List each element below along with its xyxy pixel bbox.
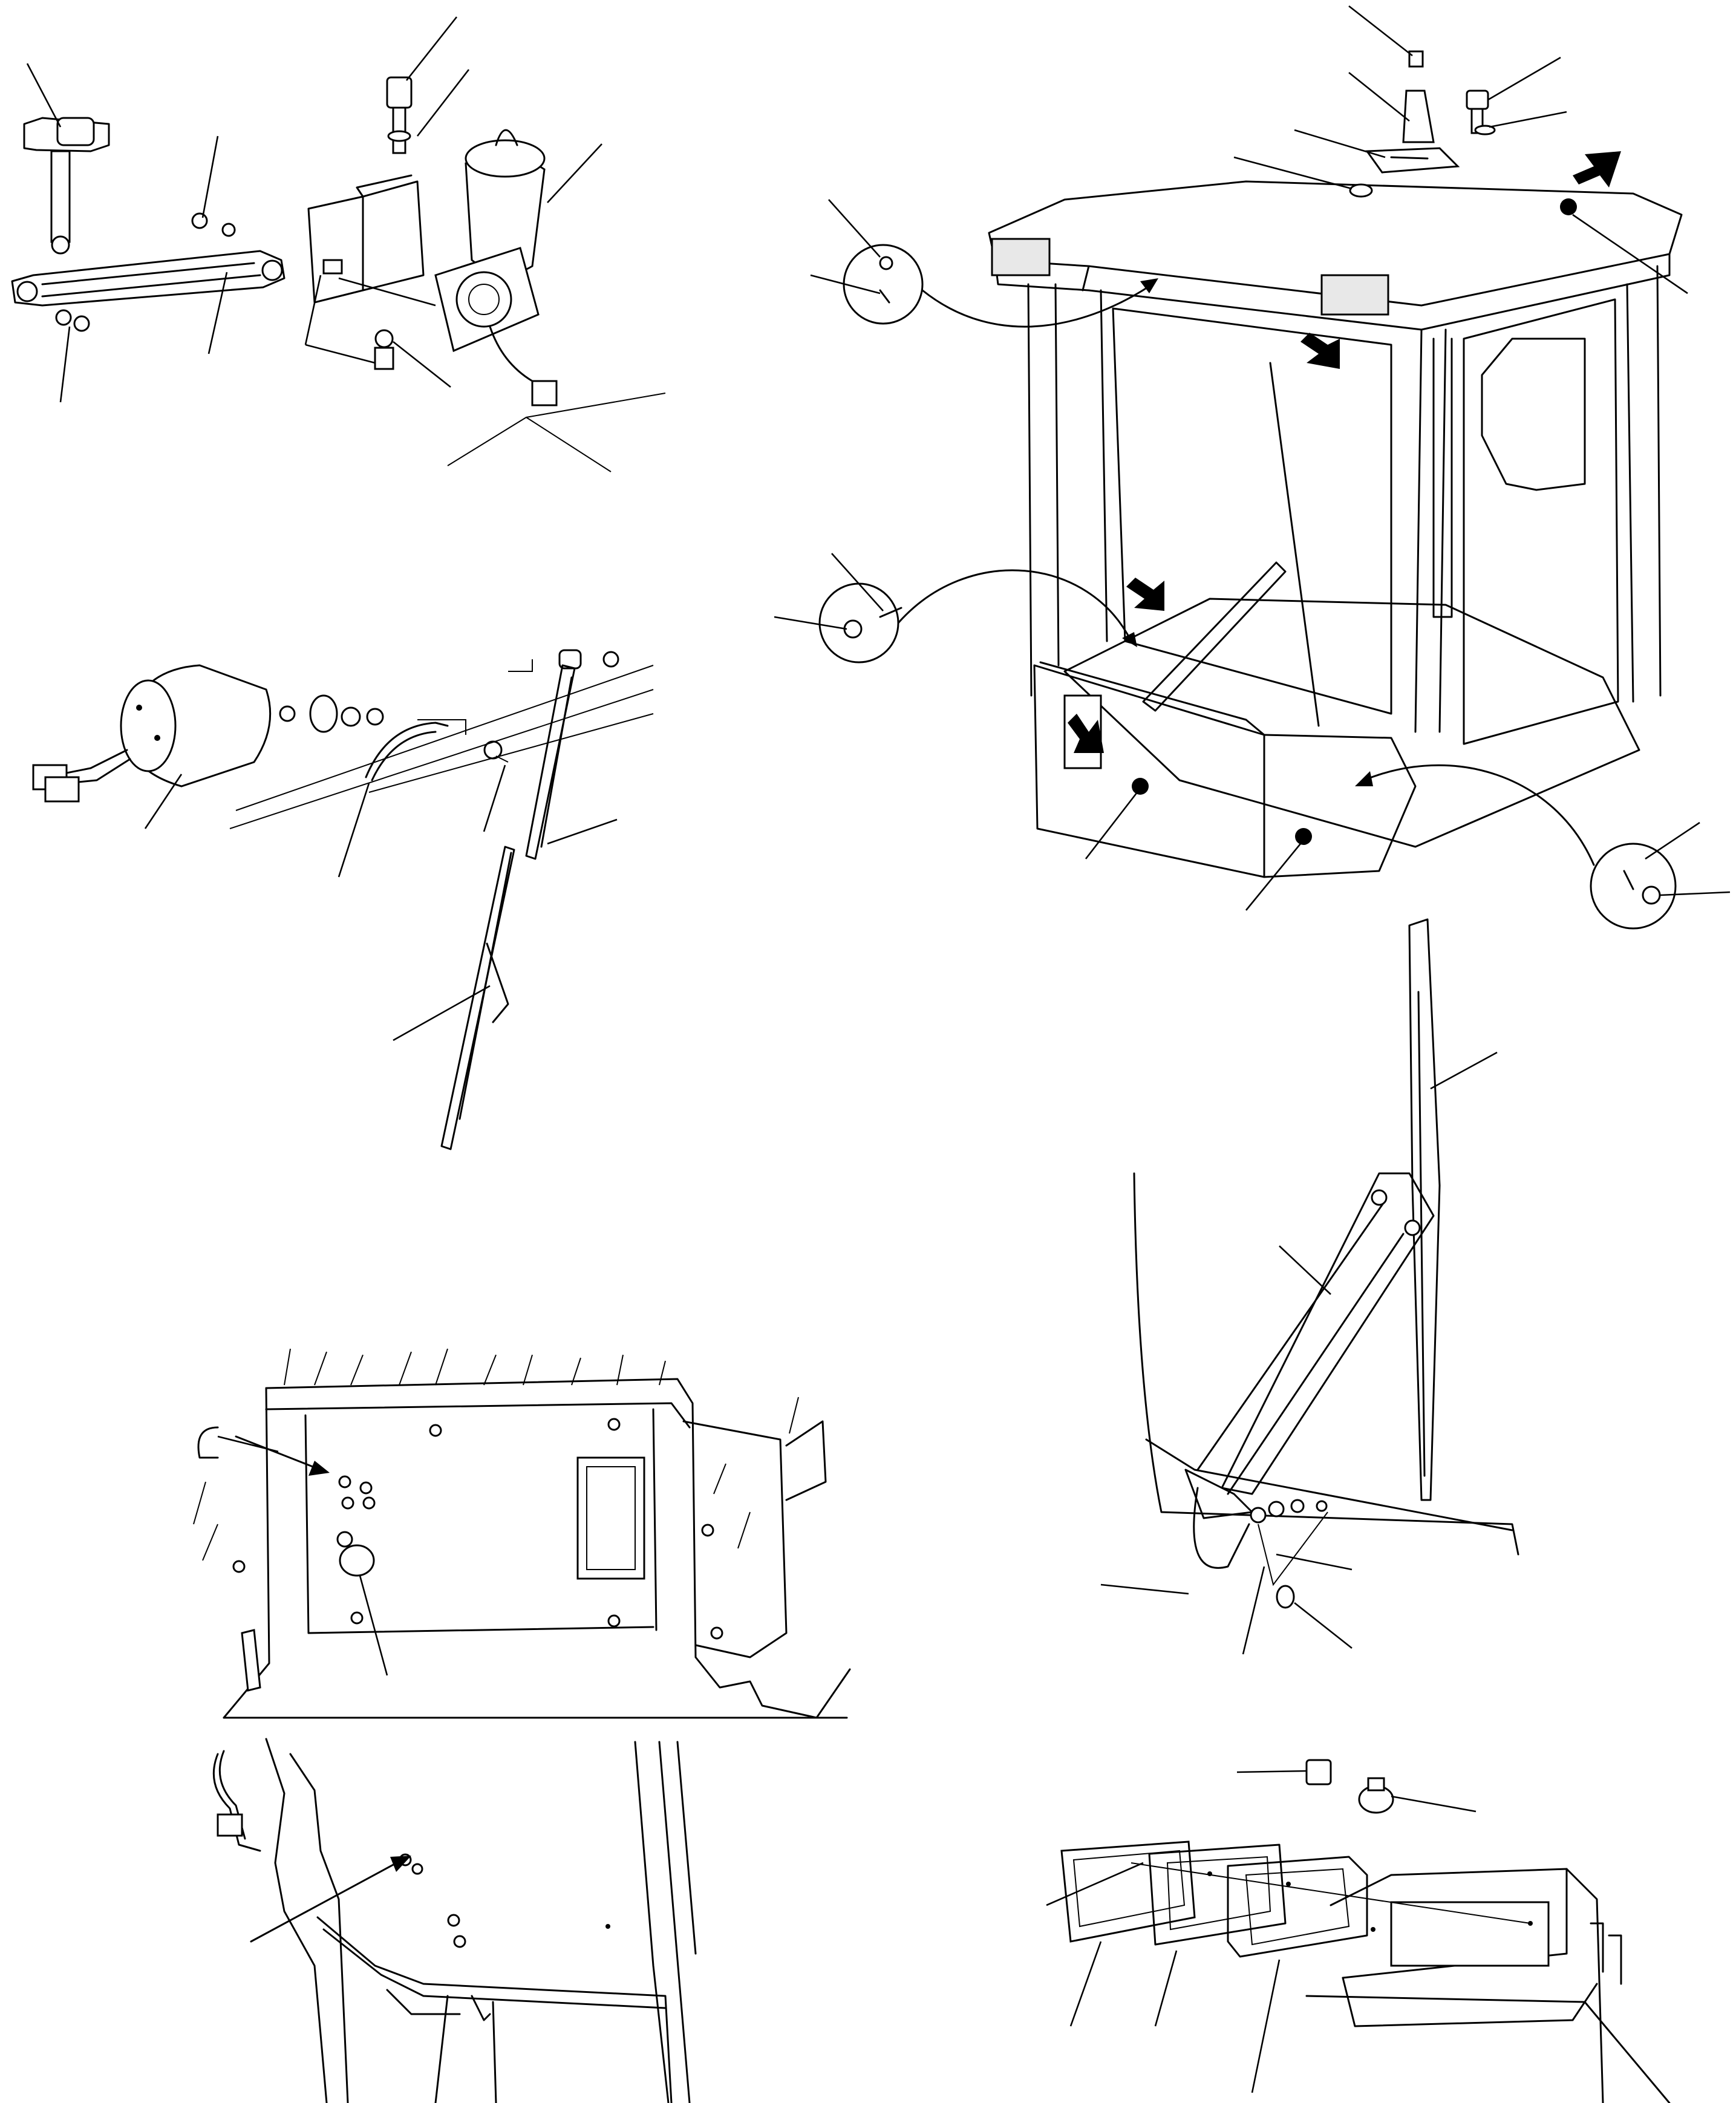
bolt-lower-part [374, 329, 394, 370]
washer-lower-part [55, 309, 72, 326]
floor-panel-fasteners [232, 1418, 723, 1640]
direction-arrow [1068, 714, 1104, 753]
callout-leader [774, 616, 847, 630]
callout-leader [1430, 1051, 1498, 1090]
linkage-rod-part [11, 250, 286, 307]
nut-part [191, 212, 208, 229]
callout-leader [1348, 71, 1410, 122]
light-lens-part [1060, 1841, 1196, 1943]
bulb-part [1358, 1777, 1394, 1814]
callout-leader [393, 341, 451, 388]
panel-front-wiper-linkage [11, 16, 666, 472]
bolt-part [386, 76, 413, 154]
rear-wiper-motor-part [32, 664, 272, 803]
callout-leader [1660, 891, 1731, 896]
callout-leader [828, 199, 881, 258]
panel-cab-overview [774, 5, 1731, 930]
callout-leader [1645, 821, 1700, 860]
detail-circle-bolt-nut [1590, 843, 1677, 930]
front-wiper-in-cab [1142, 561, 1287, 712]
marker-dot [1295, 828, 1312, 845]
callout-leader [59, 326, 71, 403]
callout-leader [831, 553, 884, 611]
pivot-bracket-part [23, 117, 110, 255]
callout-leader [1046, 1862, 1144, 1906]
callout-leader [405, 16, 458, 81]
bolt-roof-part [1466, 90, 1496, 135]
callout-leader [201, 135, 219, 218]
panel-rear-wiper-motor [32, 649, 654, 1150]
rear-wiper-blade-part [440, 846, 515, 1150]
callout-leader [547, 818, 618, 845]
callout-leader [1085, 792, 1138, 859]
rear-wiper-arm-part [525, 649, 619, 860]
panel-cab-floor-panel [193, 1348, 851, 1719]
front-wiper-arm-part [1184, 1172, 1435, 1519]
panel-front-wiper-arm [1100, 918, 1519, 1655]
callout-leader [1236, 1770, 1307, 1773]
callout-leader [1154, 1950, 1178, 2027]
callout-leader [1233, 156, 1353, 190]
callout-leader [26, 63, 62, 128]
callout-leader [547, 143, 602, 203]
callout-leader [1245, 843, 1302, 911]
callout-leader [217, 1435, 279, 1453]
callout-leader [416, 69, 470, 137]
callout-leader [1489, 111, 1567, 128]
panel-cab-interior-corner [212, 1738, 697, 2103]
washer-part [221, 223, 236, 237]
callout-leader [1251, 1959, 1281, 2093]
screw-part [322, 259, 343, 275]
work-light-in-roof [1390, 1901, 1550, 1967]
callout-leader [1391, 1795, 1477, 1813]
callout-leader [338, 783, 370, 878]
direction-arrow [1573, 151, 1621, 187]
callout-leader [1276, 1553, 1353, 1571]
spindle-hardware-part [279, 694, 384, 733]
callout-leader [483, 765, 506, 832]
roof-seal-part [1349, 183, 1373, 198]
beacon-part [1365, 50, 1460, 174]
light-bezel-part [1148, 1844, 1287, 1946]
nut-lower-part [73, 315, 90, 332]
washer-hose-part [365, 722, 449, 778]
callout-leader [1572, 214, 1688, 295]
front-work-light-right [1320, 274, 1389, 316]
marker-dot [1560, 198, 1577, 215]
callout-leader [1348, 5, 1413, 57]
interior-fasteners [399, 1853, 610, 1948]
front-work-light-left [991, 238, 1051, 276]
callout-leader [359, 1575, 388, 1676]
callout-leader [810, 274, 881, 295]
light-housing-part [1227, 1856, 1368, 1958]
callout-leader [207, 272, 228, 354]
callout-leader [1487, 56, 1561, 101]
callout-leader [1294, 1602, 1353, 1649]
callout-leader [1294, 129, 1386, 158]
interior-clamp-part [217, 1813, 243, 1837]
direction-arrow [1300, 333, 1340, 369]
callout-leader [393, 985, 491, 1042]
callout-leader [1242, 1566, 1265, 1655]
spindle-nut-part [1250, 1499, 1328, 1609]
motor-mount-plate-part [307, 174, 425, 304]
callout-leader [1069, 1941, 1102, 2027]
callout-leader [1100, 1583, 1189, 1595]
marker-dot [1132, 778, 1149, 795]
wiper-motor-part [434, 129, 558, 406]
detail-circle-screw [843, 244, 924, 325]
lamp-holder-part [1305, 1759, 1332, 1785]
panel-work-light-assembly [1046, 1759, 1671, 2103]
front-wiper-blade-part [1408, 918, 1441, 1501]
floor-access-cover [576, 1456, 645, 1580]
callout-leader [1279, 1245, 1331, 1295]
callout-leader [144, 774, 183, 829]
direction-arrow [1126, 578, 1164, 611]
